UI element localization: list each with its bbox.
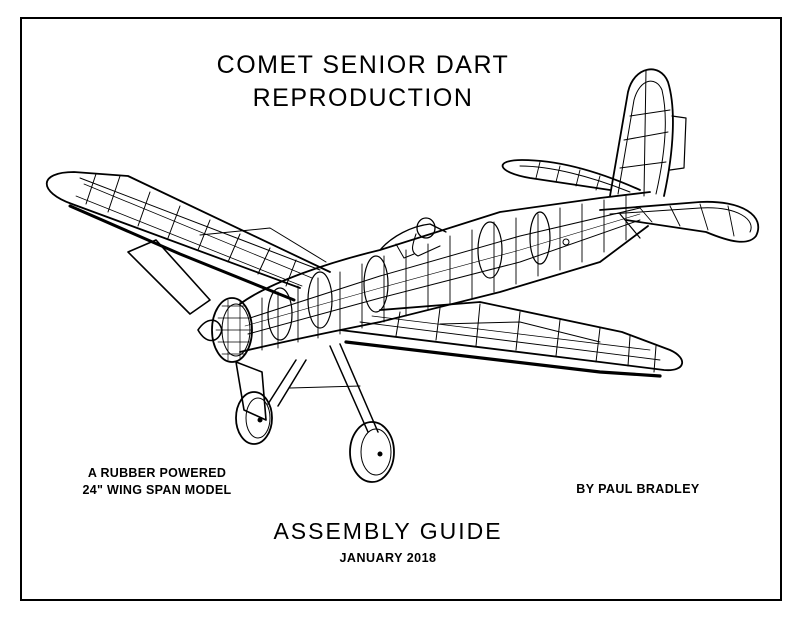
title-line-1: COMET SENIOR DART [216, 51, 510, 79]
publication-date: JANUARY 2018 [339, 551, 437, 565]
propeller-and-nose [127, 239, 267, 421]
right-wing [339, 301, 683, 378]
fuselage [239, 191, 651, 353]
left-wing [45, 171, 331, 302]
page-border [20, 17, 782, 601]
pilot-figure [379, 217, 447, 259]
model-description: A RUBBER POWERED 24" WING SPAN MODEL [62, 465, 252, 499]
vertical-fin [609, 68, 687, 197]
guide-title: ASSEMBLY GUIDE [273, 518, 503, 544]
horizontal-stabilizer [501, 159, 759, 243]
landing-gear [235, 343, 395, 483]
description-line-1: A RUBBER POWERED [87, 466, 227, 480]
description-line-2: 24" WING SPAN MODEL [82, 483, 232, 497]
title-line-2: REPRODUCTION [252, 84, 474, 112]
author-credit: BY PAUL BRADLEY [576, 482, 700, 496]
